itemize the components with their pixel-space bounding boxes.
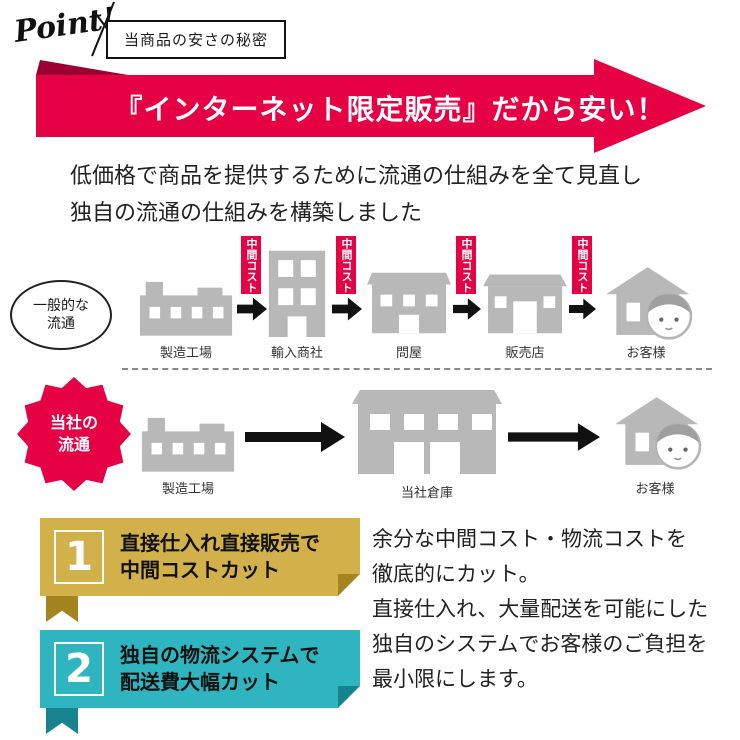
company-flow-label-line2: 流通: [57, 435, 90, 454]
point-number-2: 2: [54, 642, 104, 696]
dashed-divider: [122, 368, 712, 370]
general-flow-label-line2: 流通: [47, 316, 75, 332]
intro-line-2: 独自の流通の仕組みを構築しました: [70, 201, 423, 226]
step-label: 問屋: [395, 346, 422, 361]
step-label: 販売店: [505, 346, 545, 361]
cost-tag: 中間コスト: [336, 236, 356, 294]
point-number-1: 1: [54, 530, 104, 584]
point-banner-1: 1 直接仕入れ直接販売で 中間コストカット: [40, 518, 360, 596]
step-label: 製造工場: [159, 346, 212, 361]
step-label: 製造工場: [161, 482, 214, 497]
house-customer-icon: [598, 262, 694, 344]
arrow-right-icon: [569, 297, 596, 325]
factory-icon: [140, 408, 236, 476]
banner-headline: 『インターネット限定販売』だから安い！: [114, 93, 666, 126]
point-2-line2: 配送費大幅カット: [120, 670, 280, 694]
burst-icon: [17, 377, 131, 491]
point-1-line2: 中間コストカット: [120, 558, 280, 582]
arrow-right-icon: [245, 422, 345, 456]
arrow-right-icon: [237, 297, 267, 325]
store-icon: [483, 270, 567, 340]
summary-line: 徹底的にカット。: [372, 562, 540, 586]
point-text-2: 独自の物流システムで 配送費大幅カット: [120, 642, 319, 696]
point-banner-2: 2 独自の物流システムで 配送費大幅カット: [40, 630, 360, 708]
summary-line: 余分な中間コスト・物流コストを: [372, 527, 687, 551]
step-label: 輸入商社: [270, 346, 323, 361]
intro-text: 低価格で商品を提供するために流通の仕組みを全て見直し 独自の流通の仕組みを構築し…: [70, 158, 642, 232]
step-label: 当社倉庫: [400, 486, 453, 501]
house-customer-icon: [607, 392, 703, 474]
general-flow-label-line1: 一般的な: [33, 298, 89, 314]
office-building-icon: [267, 246, 327, 342]
company-flow-label-line1: 当社の: [49, 413, 98, 432]
summary-line: 独自のシステムでお客様のご負担を: [372, 632, 708, 656]
wholesaler-building-icon: [367, 270, 451, 340]
company-flow-label: 当社の 流通: [16, 376, 132, 492]
arrow-right-icon: [332, 297, 362, 325]
ribbon-tail: [46, 594, 78, 622]
summary-text: 余分な中間コスト・物流コストを 徹底的にカット。 直接仕入れ、大量配送を可能にし…: [372, 522, 717, 697]
cost-tag: 中間コスト: [572, 236, 592, 294]
ribbon-tail: [46, 706, 78, 734]
warehouse-icon: [352, 388, 502, 480]
cost-tag: 中間コスト: [456, 236, 476, 294]
step-label: お客様: [626, 346, 666, 361]
arrow-right-icon: [508, 422, 600, 456]
company-flow-badge: 当社の 流通: [16, 376, 132, 492]
general-flow-label: 一般的な 流通: [10, 280, 112, 350]
summary-line: 直接仕入れ、大量配送を可能にした: [372, 597, 709, 621]
arrow-right-icon: [453, 297, 481, 325]
point-text-1: 直接仕入れ直接販売で 中間コストカット: [120, 530, 320, 584]
point-2-line1: 独自の物流システムで: [120, 643, 320, 667]
banner-arrow-shape: [36, 58, 708, 158]
cost-tag: 中間コスト: [241, 236, 261, 294]
intro-line-1: 低価格で商品を提供するために流通の仕組みを全て見直し: [70, 164, 643, 189]
factory-icon: [138, 272, 234, 340]
summary-line: 最小限にします。: [372, 667, 538, 691]
page-title: 当商品の安さの秘密: [106, 20, 287, 59]
step-label: お客様: [635, 482, 675, 497]
point-1-line1: 直接仕入れ直接販売で: [120, 531, 320, 555]
